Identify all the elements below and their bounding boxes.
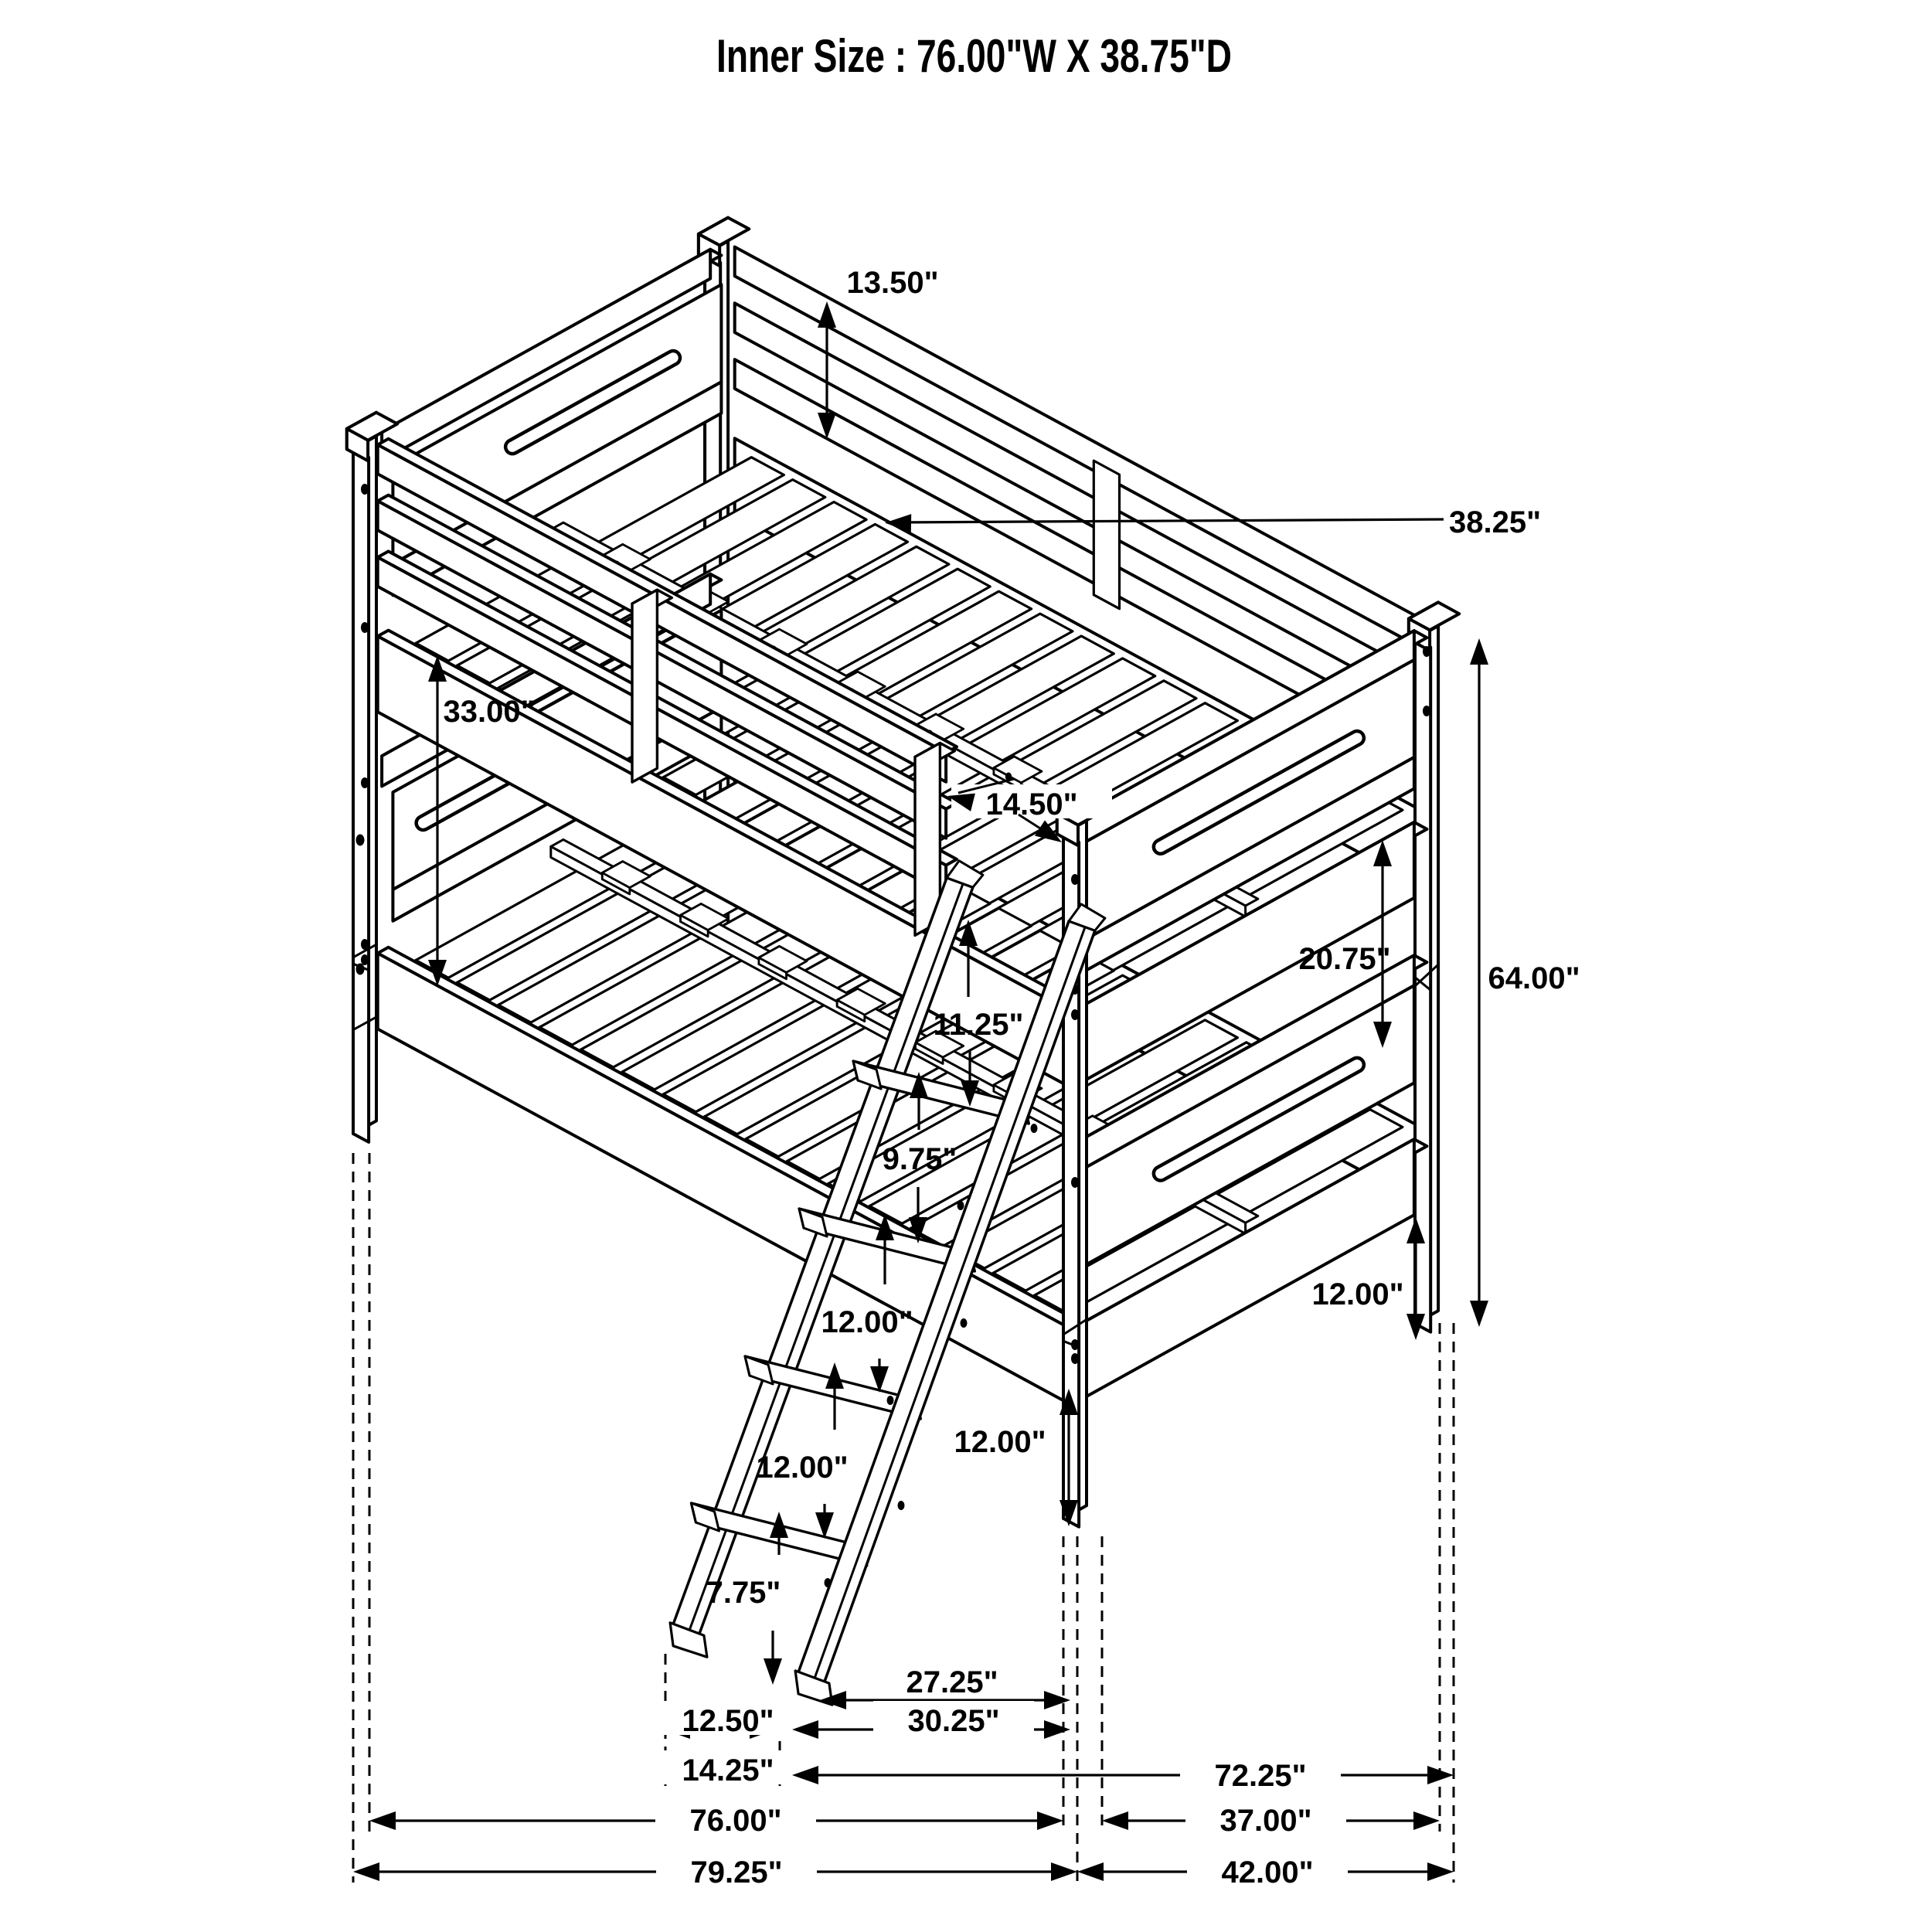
svg-text:7.75": 7.75" <box>706 1576 781 1610</box>
svg-text:Inner Size : 76.00"W X 38.75"D: Inner Size : 76.00"W X 38.75"D <box>716 30 1232 82</box>
svg-text:42.00": 42.00" <box>1221 1855 1313 1889</box>
svg-text:12.00": 12.00" <box>756 1451 848 1485</box>
svg-text:12.50": 12.50" <box>682 1704 774 1738</box>
svg-text:30.25": 30.25" <box>907 1704 999 1738</box>
svg-text:38.25": 38.25" <box>1449 505 1541 539</box>
svg-text:79.25": 79.25" <box>690 1855 782 1889</box>
svg-text:14.25": 14.25" <box>682 1753 774 1787</box>
svg-text:12.00": 12.00" <box>954 1425 1046 1459</box>
svg-text:33.00": 33.00" <box>443 695 535 729</box>
svg-text:37.00": 37.00" <box>1219 1804 1311 1838</box>
svg-text:76.00": 76.00" <box>689 1804 781 1838</box>
svg-text:20.75": 20.75" <box>1298 942 1390 976</box>
svg-text:13.50": 13.50" <box>846 266 938 300</box>
svg-text:27.25": 27.25" <box>906 1665 998 1699</box>
svg-text:12.00": 12.00" <box>821 1305 913 1339</box>
svg-text:11.25": 11.25" <box>934 1008 1024 1042</box>
svg-text:64.00": 64.00" <box>1488 961 1580 995</box>
svg-text:9.75": 9.75" <box>883 1142 957 1176</box>
svg-text:12.00": 12.00" <box>1311 1277 1403 1311</box>
svg-text:72.25": 72.25" <box>1214 1759 1306 1793</box>
svg-text:14.50": 14.50" <box>985 787 1077 821</box>
